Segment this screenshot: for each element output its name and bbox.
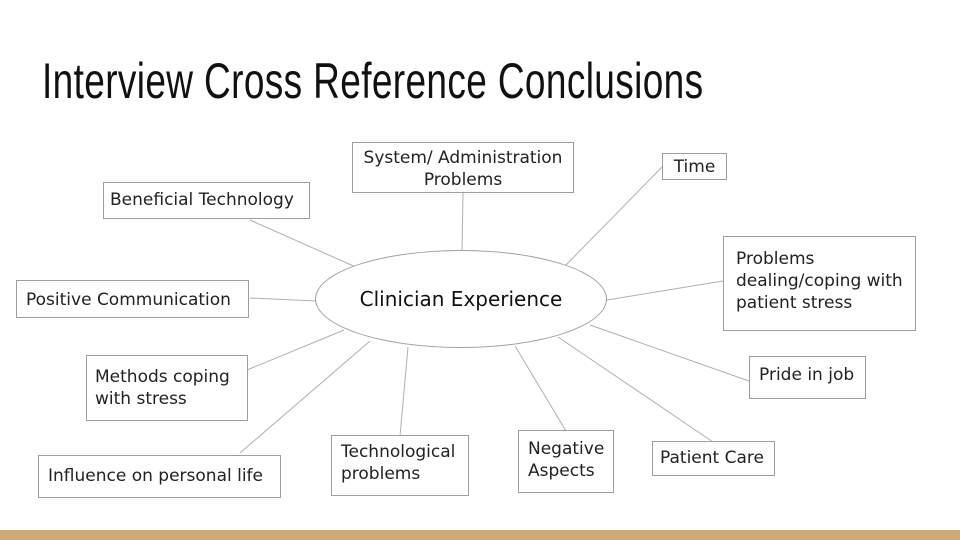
connector-negative-aspects [514, 345, 567, 432]
node-influence-on-personal-life: Influence on personal life [38, 455, 281, 498]
slide-title: Interview Cross Reference Conclusions [42, 53, 704, 109]
connector-pride-in-job [589, 324, 750, 382]
node-pride-in-job: Pride in job [749, 356, 866, 399]
connector-methods-coping [246, 329, 345, 371]
node-beneficial-technology: Beneficial Technology [103, 182, 310, 219]
node-patient-care: Patient Care [652, 441, 775, 476]
node-methods-coping-with-stress: Methods coping with stress [86, 355, 248, 421]
node-time: Time [662, 153, 727, 180]
connector-influence-personal-life [239, 340, 371, 454]
connector-system-admin [461, 192, 464, 254]
node-negative-aspects: Negative Aspects [518, 430, 614, 493]
connector-technological-problems [399, 346, 409, 437]
connector-patient-stress [606, 280, 724, 301]
node-positive-communication: Positive Communication [16, 280, 249, 318]
node-system-administration-problems: System/ Administration Problems [352, 142, 574, 193]
node-problems-coping-patient-stress: Problems dealing/coping with patient str… [723, 236, 916, 331]
connector-beneficial-technology [249, 219, 359, 269]
center-node-clinician-experience: Clinician Experience [315, 250, 607, 348]
connector-patient-care [557, 336, 714, 443]
connector-time [564, 165, 664, 267]
connector-positive-communication [249, 297, 317, 302]
node-technological-problems: Technological problems [331, 435, 469, 496]
footer-accent-bar [0, 530, 960, 540]
